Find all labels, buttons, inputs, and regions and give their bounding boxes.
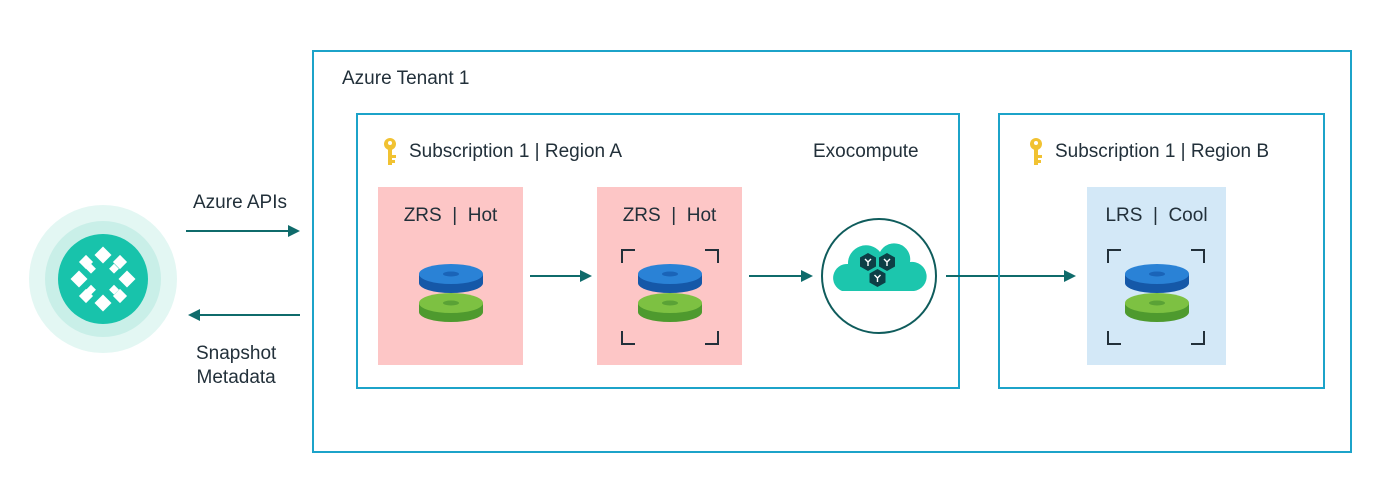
subscription-b-box [998, 113, 1325, 389]
logo-mark [29, 205, 177, 353]
archive-storage-tile: LRS | Cool [1087, 187, 1226, 365]
arrow-exocompute-to-archive [946, 270, 1076, 282]
source-tile-label: ZRS | Hot [403, 205, 498, 226]
disk-icon [638, 264, 702, 322]
key-icon [1030, 138, 1042, 165]
snapshot-frame-icon [621, 249, 719, 345]
arrow-source-to-snapshot [530, 270, 592, 282]
rubrik-logo [29, 205, 177, 353]
subscription-a-box [356, 113, 960, 389]
source-storage-tile: ZRS | Hot [378, 187, 523, 365]
arrow-to-tenant [186, 225, 300, 237]
subscription-a-title: Subscription 1 | Region A [409, 141, 623, 162]
archive-tile-label: LRS | Cool [1105, 205, 1208, 226]
snapshot-tile-label: ZRS | Hot [622, 205, 717, 226]
azure-tenant-box [312, 50, 1352, 453]
snapshot-storage-tile: ZRS | Hot [597, 187, 742, 365]
metadata-line-1: Snapshot [196, 343, 277, 364]
tenant-title: Azure Tenant 1 [342, 68, 470, 89]
metadata-line-2: Metadata [196, 367, 276, 388]
key-icon [384, 138, 396, 165]
arrow-snapshot-to-exocompute [749, 270, 813, 282]
disk-icon [1125, 264, 1189, 322]
exocompute-label: Exocompute [813, 141, 919, 162]
snapshot-frame-icon [1107, 249, 1205, 345]
snapshot-metadata-label: Snapshot Metadata [196, 342, 276, 390]
disk-icon [419, 264, 483, 322]
exocompute-cloud-icon [821, 218, 937, 334]
arrow-from-tenant [188, 309, 300, 321]
azure-apis-label: Azure APIs [193, 192, 287, 213]
subscription-b-title: Subscription 1 | Region B [1055, 141, 1270, 162]
